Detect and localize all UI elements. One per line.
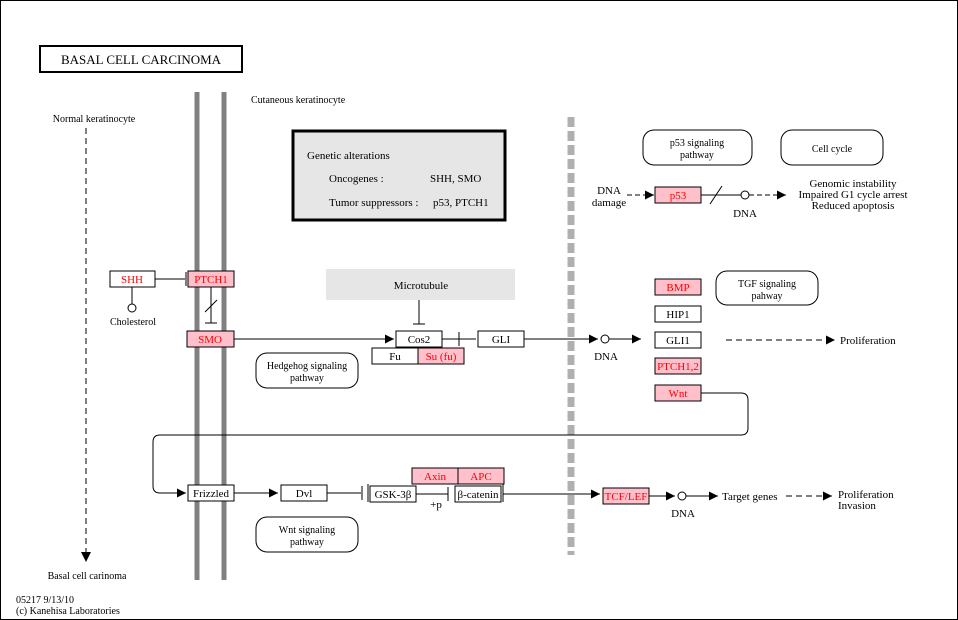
gene-tcf-lef[interactable]: TCF/LEF [602, 487, 650, 505]
node-dna-tcf [677, 491, 687, 501]
dna-damage-label-2: damage [592, 197, 626, 209]
target-genes-label: Target genes [722, 491, 778, 503]
dna-label-tcf: DNA [671, 508, 695, 520]
impaired-g1-label: Impaired G1 cycle arrest [798, 189, 907, 201]
gene-gsk3b[interactable]: GSK-3β [369, 485, 417, 503]
gene-dvl[interactable]: Dvl [280, 484, 328, 502]
proliferation-label: Proliferation [840, 335, 896, 347]
svg-text:BMP: BMP [666, 282, 689, 294]
pathway-p53-signaling[interactable]: p53 signaling pathway [642, 129, 753, 166]
gene-ptch1-2[interactable]: PTCH1,2 [654, 357, 702, 375]
svg-text:APC: APC [470, 471, 491, 483]
dna-damage-label: DNA [597, 185, 621, 197]
svg-text:Axin: Axin [424, 471, 447, 483]
gene-hip1[interactable]: HIP1 [654, 305, 702, 323]
dna-label-gli: DNA [594, 351, 618, 363]
svg-text:pathway: pathway [680, 150, 714, 161]
svg-text:pathway: pathway [290, 537, 324, 548]
svg-text:p53: p53 [670, 190, 687, 202]
svg-text:Dvl: Dvl [296, 488, 313, 500]
svg-text:p53 signaling: p53 signaling [670, 138, 724, 149]
microtubule[interactable]: Microtubule [326, 269, 515, 300]
svg-text:Frizzled: Frizzled [193, 488, 230, 500]
svg-text:GLI: GLI [492, 334, 511, 346]
gene-apc[interactable]: APC [457, 467, 505, 485]
edge-p53-mutation-mark [709, 185, 723, 205]
gene-fu[interactable]: Fu [371, 347, 419, 365]
map-id-date: 05217 9/13/10 [16, 595, 74, 606]
svg-text:GSK-3β: GSK-3β [375, 489, 412, 501]
svg-text:PTCH1: PTCH1 [194, 274, 228, 286]
copyright: (c) Kanehisa Laboratories [16, 606, 120, 617]
edge-ptch1-mutation-mark [204, 299, 218, 313]
svg-text:SHH, SMO: SHH, SMO [430, 173, 481, 185]
gene-gli[interactable]: GLI [477, 330, 525, 348]
cholesterol-label: Cholesterol [110, 317, 156, 328]
gene-wnt[interactable]: Wnt [654, 384, 702, 402]
reduced-apoptosis-label: Reduced apoptosis [812, 200, 895, 212]
invasion-label: Invasion [838, 500, 876, 512]
pathway-hedgehog-signaling[interactable]: Hedgehog signaling pathway [255, 352, 359, 389]
svg-text:Microtubule: Microtubule [394, 280, 448, 292]
cutaneous-keratinocyte-label: Cutaneous keratinocyte [251, 95, 346, 106]
gene-cos2[interactable]: Cos2 [395, 330, 443, 348]
svg-text:pahway: pahway [751, 291, 782, 302]
normal-keratinocyte-label: Normal keratinocyte [53, 114, 136, 125]
svg-text:Wnt: Wnt [669, 388, 688, 400]
svg-text:Su (fu): Su (fu) [426, 351, 457, 363]
svg-text:SMO: SMO [198, 334, 222, 346]
svg-text:Fu: Fu [389, 351, 401, 363]
svg-text:GLI1: GLI1 [666, 335, 690, 347]
node-dna-gli [600, 334, 610, 344]
gene-shh[interactable]: SHH [109, 270, 156, 288]
svg-text:TCF/LEF: TCF/LEF [605, 491, 648, 503]
gene-su-fu[interactable]: Su (fu) [417, 347, 465, 365]
basal-cell-carinoma-label: Basal cell carinoma [48, 571, 127, 582]
pathway-wnt-signaling[interactable]: Wnt signaling pathway [255, 516, 359, 553]
phosphorylation-label: +p [430, 499, 442, 511]
svg-text:Cell cycle: Cell cycle [812, 144, 853, 155]
genetic-alterations-box: Genetic alterations Oncogenes : SHH, SMO… [291, 129, 507, 222]
svg-text:β-catenin: β-catenin [457, 489, 499, 501]
svg-text:p53, PTCH1: p53, PTCH1 [433, 197, 489, 209]
gene-bmp[interactable]: BMP [654, 278, 702, 296]
pathway-tgf-signaling[interactable]: TGF signaling pahway [715, 270, 819, 306]
svg-text:BASAL CELL CARCINOMA: BASAL CELL CARCINOMA [61, 52, 222, 67]
progression-arrowhead [81, 552, 91, 562]
gene-ptch1[interactable]: PTCH1 [187, 270, 235, 288]
svg-text:Genetic alterations: Genetic alterations [307, 150, 390, 162]
svg-text:Oncogenes :: Oncogenes : [329, 173, 384, 185]
svg-text:Cos2: Cos2 [408, 334, 431, 346]
svg-text:Wnt signaling: Wnt signaling [279, 525, 335, 536]
svg-text:PTCH1,2: PTCH1,2 [657, 361, 699, 373]
genomic-instability-label: Genomic instability [809, 178, 897, 190]
svg-text:Hedgehog signaling: Hedgehog signaling [267, 361, 347, 372]
gene-axin[interactable]: Axin [411, 467, 459, 485]
gene-frizzled[interactable]: Frizzled [187, 484, 235, 502]
dna-label-p53: DNA [733, 208, 757, 220]
svg-text:SHH: SHH [121, 274, 143, 286]
edge-wnt-frizzled [152, 392, 749, 498]
gene-beta-catenin[interactable]: β-catenin [454, 485, 502, 503]
node-cholesterol [127, 303, 137, 313]
map-title[interactable]: BASAL CELL CARCINOMA [39, 45, 243, 73]
node-dna-p53 [740, 190, 750, 200]
gene-gli1[interactable]: GLI1 [654, 331, 702, 349]
gene-p53[interactable]: p53 [654, 186, 702, 204]
svg-text:Tumor suppressors :: Tumor suppressors : [329, 197, 418, 209]
proliferation-invasion-label: Proliferation [838, 489, 894, 501]
gene-smo[interactable]: SMO [186, 330, 235, 348]
svg-text:TGF signaling: TGF signaling [738, 279, 796, 290]
svg-text:HIP1: HIP1 [666, 309, 689, 321]
pathway-cell-cycle[interactable]: Cell cycle [780, 129, 884, 166]
svg-text:pathway: pathway [290, 373, 324, 384]
